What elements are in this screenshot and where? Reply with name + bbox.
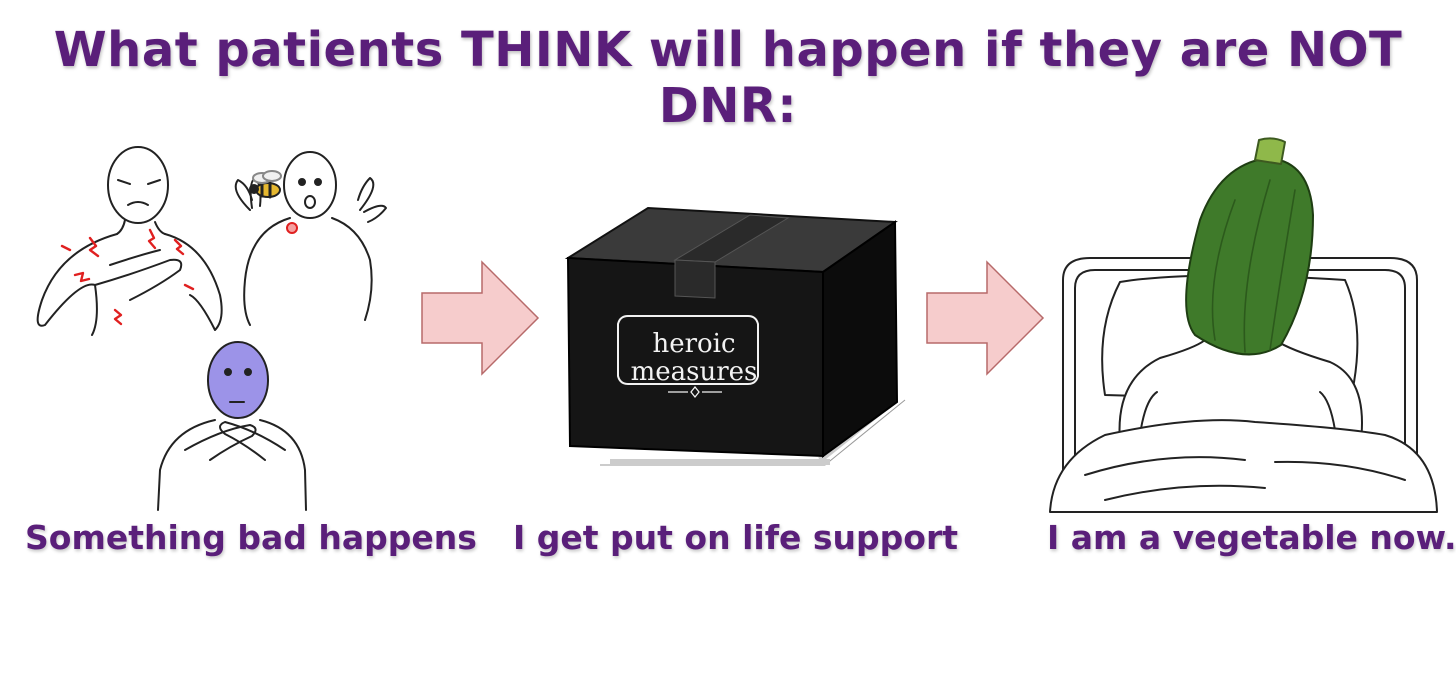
caption-life-support: I get put on life support [513, 518, 959, 557]
box-label-line1: heroic [652, 329, 735, 359]
caption-vegetable: I am a vegetable now. [1047, 518, 1456, 557]
panel-vegetable [1045, 130, 1440, 520]
black-box: heroic measures [564, 206, 906, 466]
bee-sting-figure [234, 151, 387, 326]
arrow-right-icon [420, 258, 540, 378]
box-label-line2: measures [631, 357, 758, 387]
panel-something-bad [20, 110, 420, 520]
caption-something-bad-happens: Something bad happens [25, 518, 477, 557]
arrow-right-icon [925, 258, 1045, 378]
page-title: What patients THINK will happen if they … [53, 22, 1403, 134]
bee-icon [249, 170, 282, 199]
zucchini-patient-in-bed [1049, 137, 1438, 513]
choking-figure [157, 341, 307, 511]
chest-pain-figure [36, 146, 223, 336]
panel-life-support: heroic measures [540, 140, 925, 525]
zucchini-icon [1185, 137, 1314, 356]
